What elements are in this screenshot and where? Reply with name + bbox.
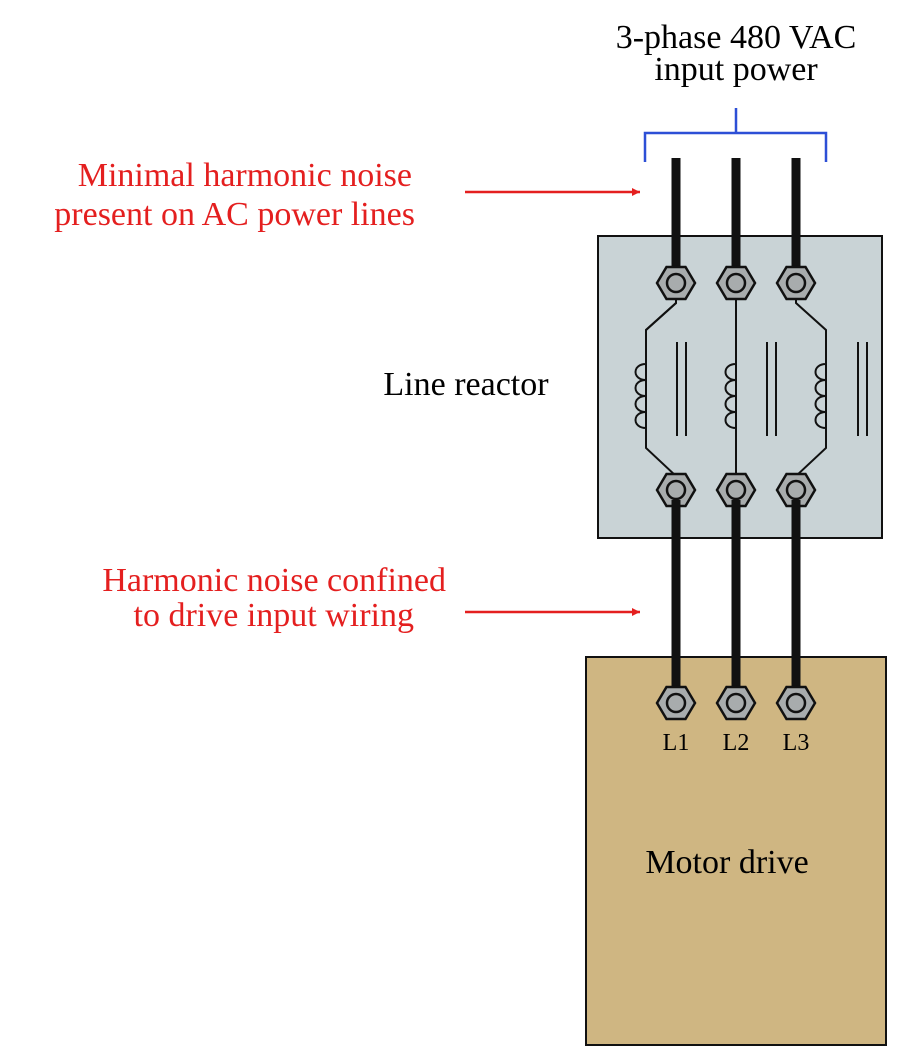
motor-drive-box: [585, 656, 887, 1046]
terminal-label-l2: L2: [723, 730, 750, 756]
terminal-nut-icon: [775, 685, 817, 721]
line-reactor-label: Line reactor: [383, 366, 549, 403]
input-power-bracket: [643, 108, 828, 162]
inductor-coil-icon: [724, 352, 737, 448]
annotation-middle-line1: Harmonic noise confined: [102, 562, 446, 599]
terminal-nut-icon: [655, 472, 697, 508]
annotation-top-line1: Minimal harmonic noise: [78, 157, 412, 194]
input-power-label-line1: 3-phase 480 VAC: [616, 19, 857, 56]
inductor-coil-icon: [814, 352, 827, 448]
reactor-phase-2: [724, 298, 777, 480]
drive-input-wires: [671, 500, 801, 690]
terminal-nut-icon: [715, 685, 757, 721]
motor-drive-label: Motor drive: [645, 844, 808, 881]
terminal-nut-icon: [775, 265, 817, 301]
annotation-middle-line2: to drive input wiring: [134, 597, 414, 634]
drive-terminals: [655, 685, 817, 721]
terminal-nut-icon: [655, 685, 697, 721]
inductor-coil-icon: [634, 352, 647, 448]
terminal-nut-icon: [715, 472, 757, 508]
terminal-label-l3: L3: [783, 730, 810, 756]
terminal-label-l1: L1: [663, 730, 690, 756]
input-wires: [671, 158, 801, 276]
terminal-nut-icon: [775, 472, 817, 508]
reactor-bottom-terminals: [655, 472, 817, 508]
reactor-top-terminals: [655, 265, 817, 301]
annotation-top-line2: present on AC power lines: [54, 196, 415, 233]
input-power-label-line2: input power: [654, 51, 818, 88]
terminal-nut-icon: [655, 265, 697, 301]
terminal-nut-icon: [715, 265, 757, 301]
